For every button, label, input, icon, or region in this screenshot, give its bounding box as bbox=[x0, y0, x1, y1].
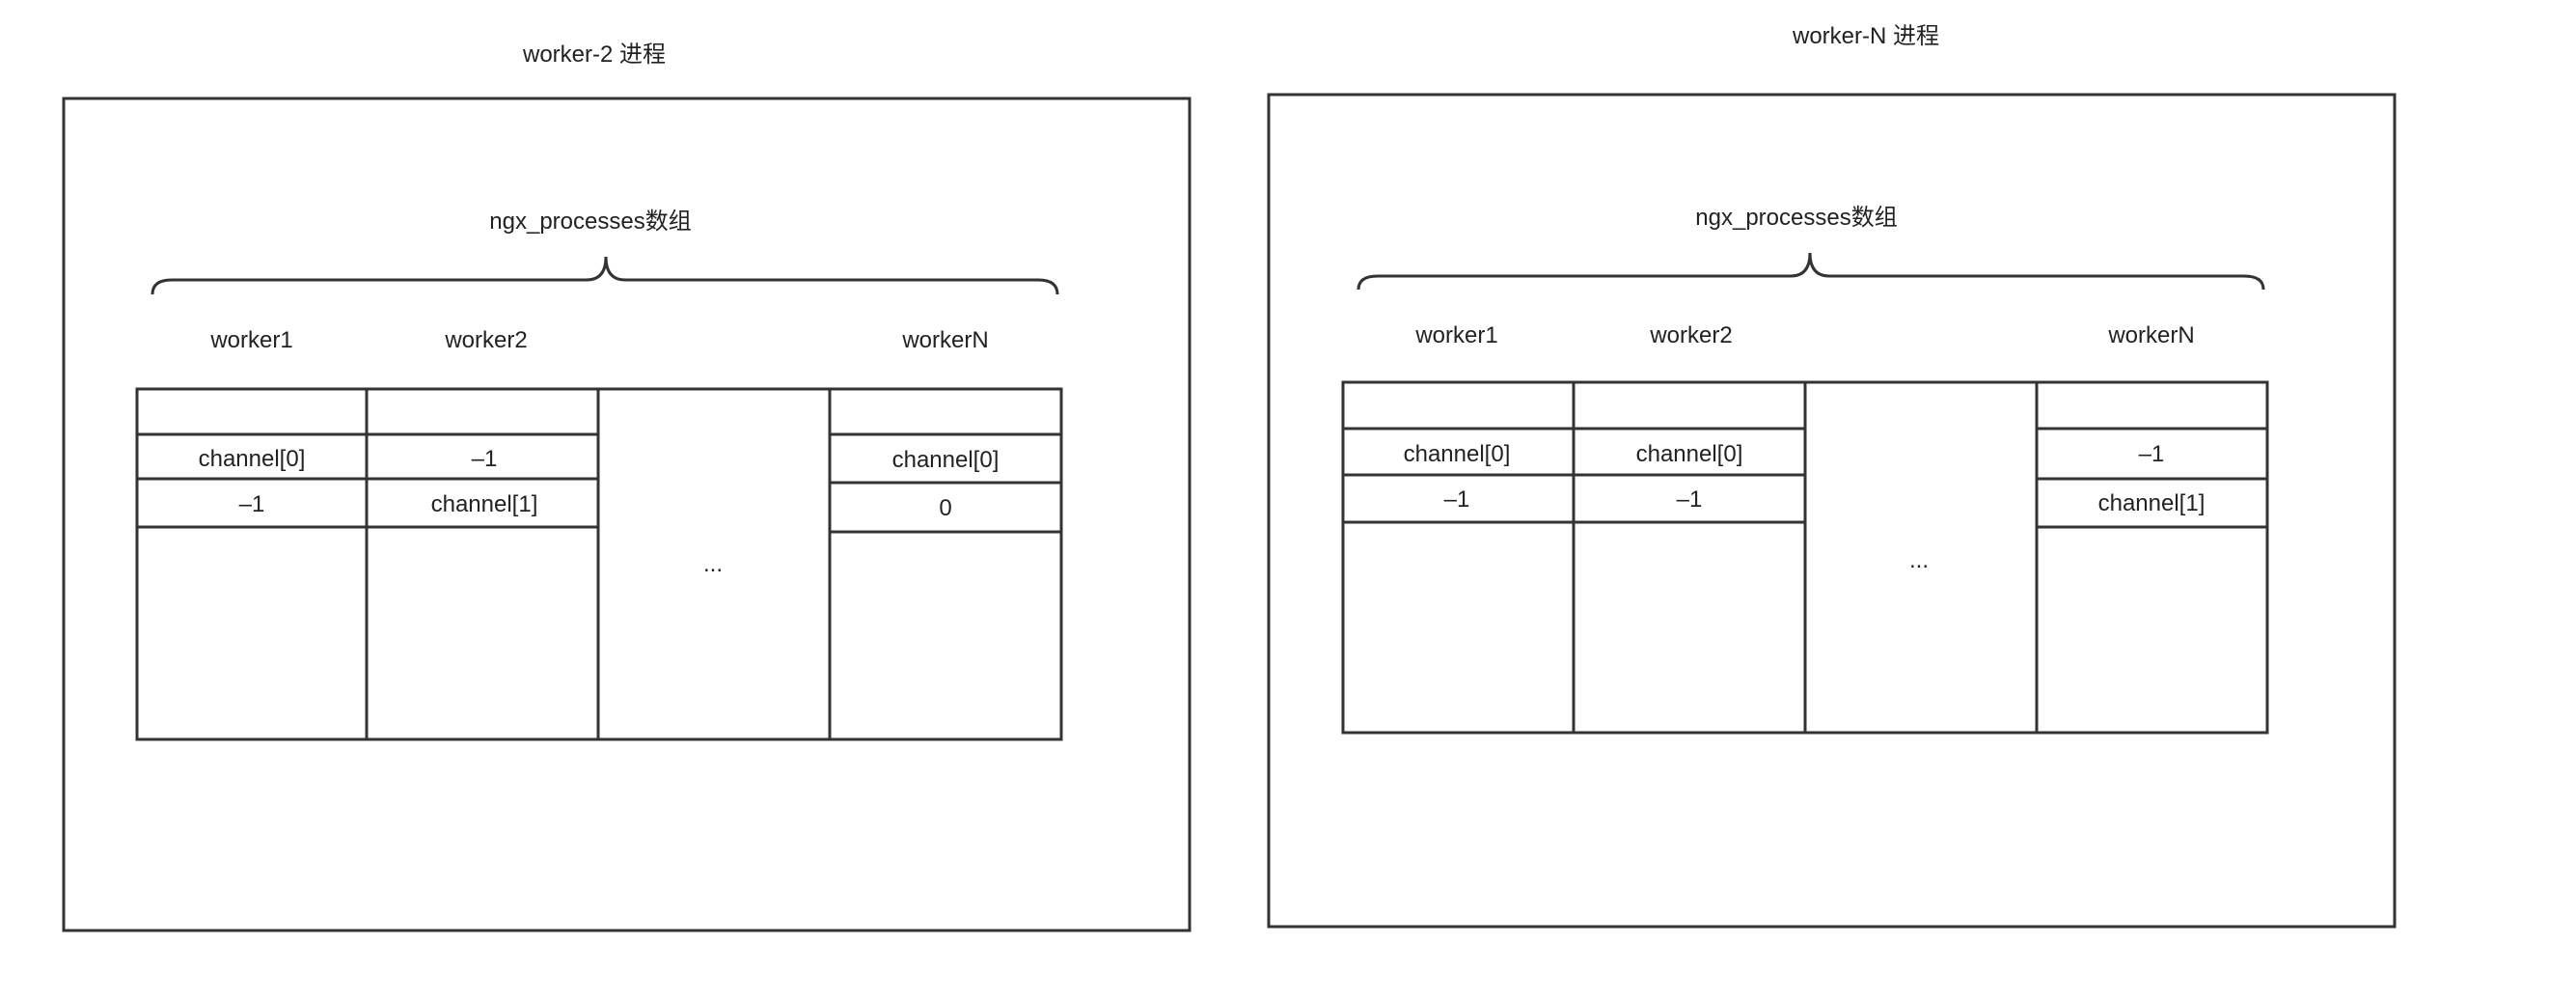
column-header-workerN: workerN bbox=[2107, 322, 2194, 348]
array-column-ellipsis: ... bbox=[1803, 380, 2039, 735]
cell-value: –1 bbox=[1677, 486, 1703, 513]
cell-value: channel[0] bbox=[892, 447, 1000, 473]
cell-value: channel[0] bbox=[1636, 441, 1743, 467]
array-brace bbox=[151, 256, 1059, 295]
array-column-worker2: channel[0] –1 bbox=[1572, 380, 1807, 735]
cell-value: channel[0] bbox=[199, 446, 306, 472]
process-frame bbox=[1267, 93, 2397, 929]
array-column-worker1: channel[0] –1 bbox=[1341, 380, 1576, 735]
cell-value: channel[1] bbox=[431, 491, 538, 517]
column-header-workerN: workerN bbox=[901, 327, 988, 353]
panel-title: worker-2 进程 bbox=[522, 42, 666, 68]
column-box bbox=[135, 387, 369, 741]
column-header-worker1: worker1 bbox=[1414, 322, 1497, 348]
panel-title: worker-N 进程 bbox=[1792, 23, 1939, 49]
cell-value: 0 bbox=[939, 495, 951, 521]
column-header-worker1: worker1 bbox=[209, 327, 292, 353]
array-column-workerN: channel[0] 0 bbox=[828, 387, 1063, 741]
ellipsis-text: ... bbox=[703, 551, 723, 577]
array-label: ngx_processes数组 bbox=[1695, 205, 1897, 231]
array-column-workerN: –1 channel[1] bbox=[2035, 380, 2269, 735]
cell-value: –1 bbox=[1444, 486, 1470, 513]
array-column-worker2: –1 channel[1] bbox=[365, 387, 600, 741]
panel-worker-2: worker-2 进程 ngx_processes数组 worker1 work… bbox=[62, 42, 1192, 932]
column-header-worker2: worker2 bbox=[1649, 322, 1732, 348]
array-column-worker1: channel[0] –1 bbox=[135, 387, 369, 741]
column-box bbox=[1572, 380, 1807, 735]
cell-value: –1 bbox=[472, 446, 498, 472]
array-column-ellipsis: ... bbox=[596, 387, 832, 741]
process-frame bbox=[62, 97, 1192, 932]
column-header-worker2: worker2 bbox=[444, 327, 527, 353]
cell-value: channel[0] bbox=[1404, 441, 1511, 467]
array-label: ngx_processes数组 bbox=[489, 208, 691, 235]
panel-worker-N: worker-N 进程 ngx_processes数组 worker1 work… bbox=[1267, 23, 2397, 929]
cell-value: –1 bbox=[239, 491, 265, 517]
ellipsis-text: ... bbox=[1909, 547, 1929, 573]
cell-value: –1 bbox=[2139, 441, 2165, 467]
cell-value: channel[1] bbox=[2098, 490, 2206, 516]
column-box bbox=[828, 387, 1063, 741]
column-box bbox=[365, 387, 600, 741]
column-box bbox=[2035, 380, 2269, 735]
column-box bbox=[1341, 380, 1576, 735]
array-brace bbox=[1357, 252, 2265, 291]
